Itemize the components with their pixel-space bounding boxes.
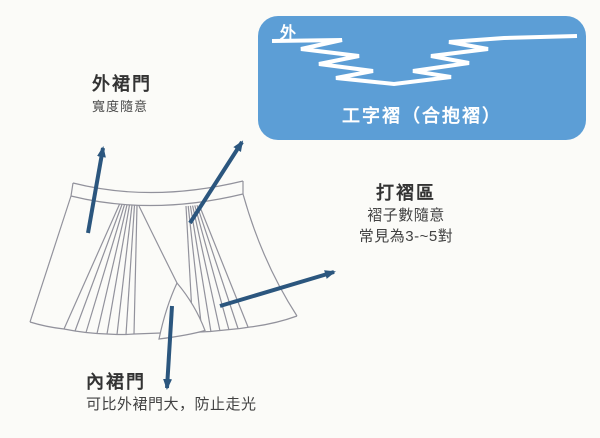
- pleat-area-label: 打褶區 褶子數隨意 常見為3-~5對: [338, 183, 474, 247]
- pleat-box-caption: 工字褶（合抱褶）: [342, 106, 502, 126]
- outer-door-subtitle: 寬度隨意: [92, 98, 149, 114]
- callout-arrows: [86, 140, 336, 390]
- box-pleat-zigzag-icon: [271, 34, 578, 87]
- inner-door-label: 內裙門 可比外裙門大，防止走光: [86, 372, 257, 414]
- skirt-outline: [29, 193, 298, 323]
- outer-door-fold-line: [138, 205, 178, 284]
- arrow-to-pleat-area-label: [219, 270, 336, 308]
- left-pleat-fan: [63, 204, 138, 335]
- pleat-box-outer-label: 外: [280, 25, 298, 42]
- inner-door-title: 內裙門: [86, 372, 146, 392]
- right-pleat-fan: [185, 204, 249, 333]
- box-pleat-panel: 外 工字褶（合抱褶）: [258, 16, 586, 140]
- outer-door-title: 外裙門: [92, 74, 152, 94]
- waistband: [70, 180, 244, 207]
- arrow-to-box-pleat-panel: [188, 140, 244, 225]
- pleat-area-line1: 褶子數隨意: [367, 206, 445, 224]
- arrow-to-outer-door-label: [86, 146, 106, 234]
- arrow-to-inner-door-label: [163, 305, 174, 390]
- pleat-area-line2: 常見為3-~5對: [358, 228, 454, 246]
- inner-door-subtitle: 可比外裙門大，防止走光: [86, 395, 257, 413]
- outer-door-label: 外裙門 寬度隨意: [92, 74, 152, 116]
- pleat-area-title: 打褶區: [376, 183, 436, 203]
